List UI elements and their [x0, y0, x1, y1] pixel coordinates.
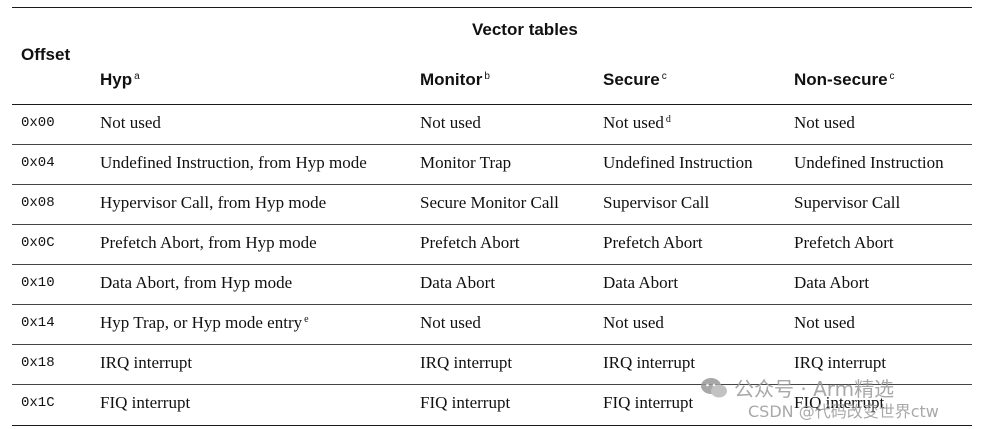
watermark-line2: CSDN @代码改变世界ctw	[748, 402, 939, 421]
table-top-rule	[12, 7, 972, 8]
vector-cell: Data Abort	[794, 273, 870, 292]
row-divider	[12, 344, 972, 345]
vector-cell: Not used	[420, 113, 481, 132]
vector-cell: Supervisor Call	[794, 193, 901, 212]
watermark: 公众号 · Arm精选 CSDN @代码改变世界ctw	[700, 373, 939, 421]
vector-cell: Data Abort	[603, 273, 679, 292]
vector-cell: FIQ interrupt	[100, 393, 191, 412]
row-divider	[12, 224, 972, 225]
row-divider	[12, 304, 972, 305]
vector-cell: FIQ interrupt	[794, 393, 885, 412]
vector-cell: Data Abort, from Hyp mode	[100, 273, 293, 292]
vector-cell: FIQ interrupt	[420, 393, 511, 412]
vector-cell: Undefined Instruction, from Hyp mode	[100, 153, 367, 172]
row-divider	[12, 184, 972, 185]
vector-cell: Secure Monitor Call	[420, 193, 559, 212]
wechat-icon	[701, 378, 727, 398]
vector-cell: Data Abort	[420, 273, 496, 292]
vector-cell: Supervisor Call	[603, 193, 710, 212]
watermark-line1: 公众号 · Arm精选	[700, 373, 894, 402]
offset-cell: 0x18	[21, 355, 55, 371]
vector-tables-header: Vector tables	[472, 20, 578, 39]
header-rule	[12, 104, 972, 105]
row-divider	[12, 384, 972, 385]
row-divider	[12, 264, 972, 265]
vector-cell: IRQ interrupt	[420, 353, 513, 372]
offset-cell: 0x10	[21, 275, 55, 291]
vector-cell: Not used	[420, 313, 481, 332]
offset-header: Offset	[21, 45, 71, 64]
offset-cell: 0x14	[21, 315, 55, 331]
offset-cell: 0x04	[21, 155, 55, 171]
vector-cell: IRQ interrupt	[794, 353, 887, 372]
vector-cell: Undefined Instruction	[603, 153, 753, 172]
vector-cell: Not used	[794, 313, 855, 332]
vector-cell: Not used	[603, 313, 664, 332]
table-bottom-rule	[12, 425, 972, 426]
vector-cell: Hypervisor Call, from Hyp mode	[100, 193, 327, 212]
vector-cell: FIQ interrupt	[603, 393, 694, 412]
vector-cell: Monitor Trap	[420, 153, 512, 172]
row-divider	[12, 144, 972, 145]
vector-cell: Prefetch Abort	[603, 233, 703, 252]
vector-cell: IRQ interrupt	[100, 353, 193, 372]
vector-cell: Prefetch Abort	[420, 233, 520, 252]
offset-cell: 0x1C	[21, 395, 55, 411]
offset-cell: 0x0C	[21, 235, 55, 251]
vector-cell: IRQ interrupt	[603, 353, 696, 372]
offset-cell: 0x08	[21, 195, 55, 211]
offset-cell: 0x00	[21, 115, 55, 131]
vector-cell: Not used	[100, 113, 161, 132]
vector-cell: Prefetch Abort	[794, 233, 894, 252]
vector-cell: Not used	[794, 113, 855, 132]
vector-cell: Prefetch Abort, from Hyp mode	[100, 233, 317, 252]
vector-cell: Undefined Instruction	[794, 153, 944, 172]
